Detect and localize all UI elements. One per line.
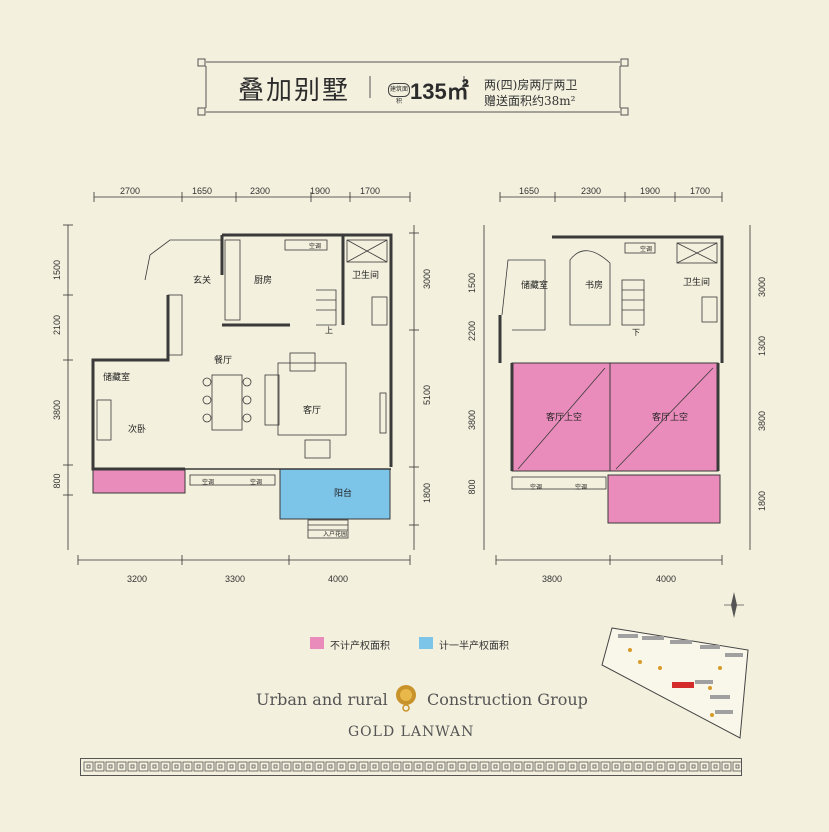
r-dim-bottom-1: 3800 (541, 574, 563, 584)
r-ac-label-3: 空调 (575, 485, 588, 491)
dim-left-4: 800 (52, 473, 62, 489)
area-value: 135㎡ (410, 79, 469, 104)
ac-label-1: 空调 (309, 244, 322, 250)
r-dim-left-4: 800 (467, 479, 477, 495)
dim-bottom-1: 3200 (126, 574, 148, 584)
ac-label-2: 空调 (202, 480, 215, 486)
dim-top-1: 2700 (119, 186, 141, 196)
layout-desc: 两(四)房两厅两卫 (484, 78, 578, 92)
dim-right-2: 5100 (422, 384, 432, 406)
dim-left-2: 2100 (52, 314, 62, 336)
dim-left-1: 1500 (52, 259, 62, 281)
bonus-area-desc: 赠送面积约38m² (484, 94, 576, 108)
r-dim-top-2: 2300 (580, 186, 602, 196)
r-room-void-1: 客厅上空 (546, 412, 583, 422)
r-dim-left-1: 1500 (467, 272, 477, 294)
r-dim-right-1: 3000 (757, 276, 767, 298)
north-arrow-icon (724, 592, 744, 618)
room-bedroom: 次卧 (128, 424, 147, 434)
r-room-study: 书房 (585, 280, 604, 290)
room-bath: 卫生间 (352, 270, 380, 280)
floor-plan-upper (483, 192, 751, 565)
brand-left-text: Urban and rural (256, 690, 388, 709)
header-frame (197, 58, 629, 116)
brand-sub-text: GOLD LANWAN (348, 724, 475, 740)
r-dim-right-4: 1800 (757, 490, 767, 512)
dim-top-3: 2300 (249, 186, 271, 196)
entrance-label: 入户花园 (323, 532, 348, 538)
site-plan-icon (601, 627, 749, 739)
room-entry: 玄关 (193, 275, 212, 285)
r-dim-top-1: 1650 (518, 186, 540, 196)
room-dining: 餐厅 (214, 355, 233, 365)
legend-label-pink: 不计产权面积 (330, 641, 390, 652)
r-dim-left-2: 2200 (467, 320, 477, 342)
r-room-void-2: 客厅上空 (652, 412, 689, 422)
stair-up-label: 上 (325, 326, 333, 335)
r-dim-top-3: 1900 (639, 186, 661, 196)
r-dim-top-4: 1700 (689, 186, 711, 196)
r-dim-right-2: 1300 (757, 335, 767, 357)
dim-top-5: 1700 (359, 186, 381, 196)
legend-label-blue: 计一半产权面积 (439, 641, 509, 652)
dim-top-2: 1650 (191, 186, 213, 196)
r-stair-down-label: 下 (632, 328, 640, 337)
r-ac-label-1: 空调 (640, 247, 653, 253)
r-dim-bottom-2: 4000 (655, 574, 677, 584)
room-kitchen: 厨房 (254, 275, 273, 285)
legend-swatch-pink (310, 637, 324, 649)
footer-ornament-band (80, 758, 742, 776)
dim-left-3: 3800 (52, 399, 62, 421)
dim-top-4: 1900 (309, 186, 331, 196)
dim-bottom-3: 4000 (327, 574, 349, 584)
floor-plan-lower (63, 192, 419, 565)
dim-right-3: 1800 (422, 482, 432, 504)
page-title: 叠加别墅 (238, 76, 351, 106)
r-room-storage: 储藏室 (521, 280, 549, 290)
gold-lion-logo-icon (396, 685, 416, 712)
dim-right-1: 3000 (422, 268, 432, 290)
legend-swatch-blue (419, 637, 433, 649)
r-ac-label-2: 空调 (530, 485, 543, 491)
brand-right-text: Construction Group (427, 690, 588, 709)
ac-label-3: 空调 (250, 480, 263, 486)
r-dim-right-3: 3800 (757, 410, 767, 432)
area-badge: 建筑面积 (388, 83, 410, 105)
r-room-bath: 卫生间 (683, 277, 711, 287)
room-balcony: 阳台 (334, 488, 353, 498)
room-storage: 储藏室 (103, 372, 131, 382)
dim-bottom-2: 3300 (224, 574, 246, 584)
r-dim-left-3: 3800 (467, 409, 477, 431)
room-living: 客厅 (303, 405, 322, 415)
